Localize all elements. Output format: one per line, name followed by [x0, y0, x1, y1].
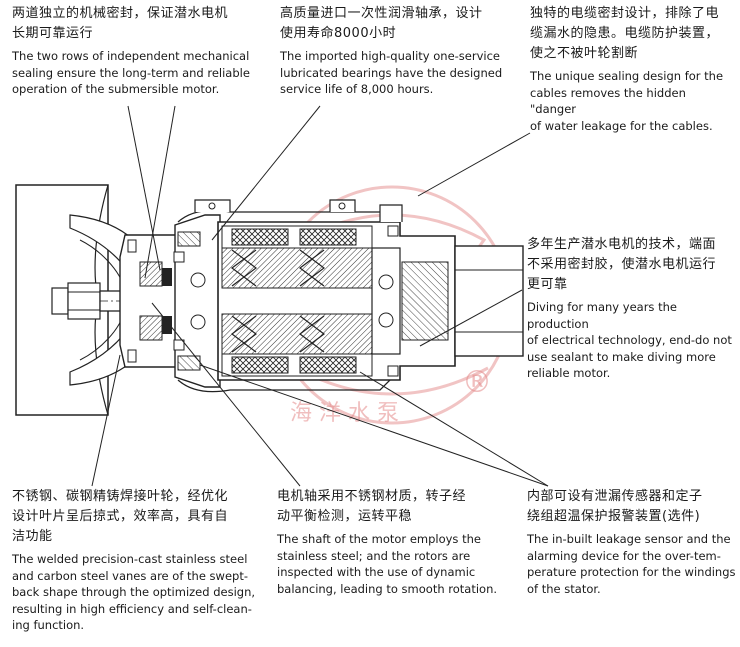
annotation-sensor-en: The in-built leakage sensor and the alar… [527, 532, 736, 596]
annotation-impeller-en: The welded precision-cast stainless stee… [12, 552, 256, 632]
annotation-cable-en: The unique sealing design for the cables… [530, 69, 724, 133]
watermark-chars-bottom: 海 洋 水 泵 [290, 401, 399, 426]
annotation-sensor-zh: 内部可设有泄漏传感器和定子 绕组超温保护报警装置(选件) [527, 489, 703, 524]
rear-end-cap [371, 247, 449, 355]
annotation-experience-en: Diving for many years the production of … [527, 300, 732, 380]
annotation-experience-zh: 多年生产潜水电机的技术，端面 不采用密封胶，使潜水电机运行 更可靠 [527, 237, 717, 292]
annotation-seal-zh: 两道独立的机械密封，保证潜水电机 长期可靠运行 [12, 6, 229, 41]
registered-mark: ® [462, 365, 492, 400]
annotation-shaft: 电机轴采用不锈钢材质，转子经 动平衡检测，运转平稳 The shaft of t… [277, 487, 512, 597]
hub-nut [51, 282, 101, 320]
housing-bolts [173, 225, 399, 377]
cable-gland [454, 245, 524, 357]
annotation-bearing-zh: 高质量进口一次性润滑轴承，设计 使用寿命8000小时 [280, 6, 483, 41]
annotation-experience: 多年生产潜水电机的技术，端面 不采用密封胶，使潜水电机运行 更可靠 Diving… [527, 235, 737, 382]
annotation-cable: 独特的电缆密封设计，排除了电 缆漏水的隐患。电缆防护装置， 使之不被叶轮割断 T… [530, 4, 735, 134]
annotation-sensor: 内部可设有泄漏传感器和定子 绕组超温保护报警装置(选件) The in-buil… [527, 487, 737, 597]
annotation-shaft-en: The shaft of the motor employs the stain… [277, 532, 498, 596]
seal-housing [119, 234, 181, 368]
annotation-shaft-zh: 电机轴采用不锈钢材质，转子经 动平衡检测，运转平稳 [277, 489, 467, 524]
annotation-impeller-zh: 不锈钢、碳钢精铸焊接叶轮，经优化 设计叶片呈后掠式，效率高，具有自 洁功能 [12, 489, 229, 544]
annotation-cable-zh: 独特的电缆密封设计，排除了电 缆漏水的隐患。电缆防护装置， 使之不被叶轮割断 [530, 6, 720, 61]
leader-lines [91, 105, 549, 487]
annotation-seal-en: The two rows of independent mechanical s… [12, 49, 250, 96]
stator-windings [221, 225, 373, 377]
front-bearing-housing [174, 214, 221, 388]
annotation-bearing-en: The imported high-quality one-service lu… [280, 49, 503, 96]
annotation-bearing: 高质量进口一次性润滑轴承，设计 使用寿命8000小时 The imported … [280, 4, 510, 98]
annotation-seal: 两道独立的机械密封，保证潜水电机 长期可靠运行 The two rows of … [12, 4, 262, 98]
annotation-impeller: 不锈钢、碳钢精铸焊接叶轮，经优化 设计叶片呈后掠式，效率高，具有自 洁功能 Th… [12, 487, 262, 634]
